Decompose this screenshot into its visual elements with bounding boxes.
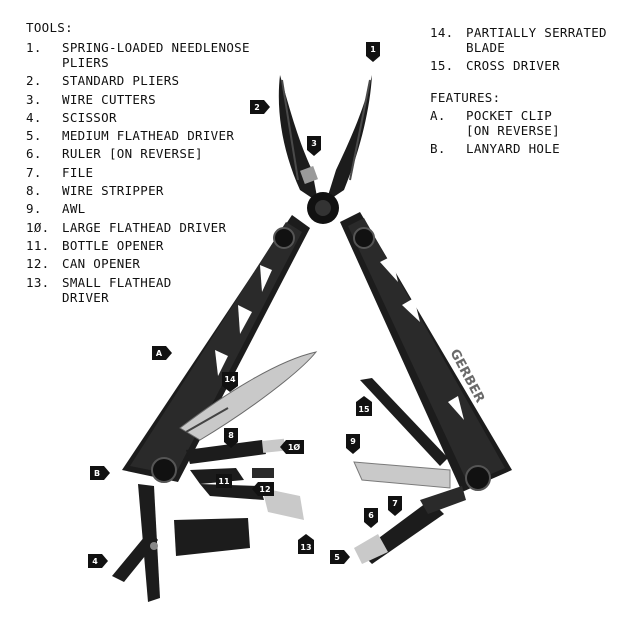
tool-number: 12.	[26, 256, 50, 272]
plier-jaws	[278, 75, 372, 202]
feature-letter: B.	[430, 141, 446, 157]
callout-label: 3	[311, 139, 317, 148]
tool-number: 2.	[26, 73, 42, 89]
tool-item: 8. WIRE STRIPPER	[26, 183, 276, 198]
tool-name: WIRE STRIPPER	[62, 183, 164, 199]
tool-list-left: 1. SPRING-LOADED NEEDLENOSE PLIERS 2. STAN…	[26, 40, 276, 308]
tool-name: LARGE FLATHEAD DRIVER	[62, 219, 227, 235]
callout-label: B	[94, 469, 100, 478]
callout-label: 11	[218, 477, 230, 486]
callout-label: 7	[392, 499, 398, 508]
feature-letter: A.	[430, 108, 446, 123]
features-heading: FEATURES:	[430, 90, 501, 105]
callout-b: B	[90, 466, 110, 480]
callout-a: A	[152, 346, 172, 360]
callout-4: 4	[88, 554, 108, 568]
pivot-bolt	[307, 192, 339, 224]
callout-label: 12	[259, 485, 270, 494]
callout-13: 13	[298, 534, 314, 554]
tool-name: MEDIUM FLATHEAD DRIVER	[62, 128, 235, 144]
callout-15: 15	[356, 396, 372, 416]
feature-item: B. LANYARD HOLE	[430, 141, 630, 156]
scissors	[112, 484, 250, 602]
tool-number: 8.	[26, 183, 42, 199]
callout-1: 1	[366, 42, 380, 62]
callout-6: 6	[364, 508, 378, 528]
tool-name: WIRE CUTTERS	[62, 91, 156, 107]
callout-label: 2	[254, 103, 260, 112]
callout-label: 13	[300, 543, 311, 552]
feature-name: LANYARD HOLE	[466, 141, 560, 157]
tool-name: CROSS DRIVER	[466, 58, 560, 74]
callout-12: 12	[252, 482, 274, 496]
tool-number: 9.	[26, 201, 42, 217]
tool-name: FILE	[62, 164, 94, 180]
callout-label: 6	[368, 511, 374, 520]
feature-item: A. POCKET CLIP [ON REVERSE]	[430, 108, 630, 138]
tool-item: 1Ø. LARGE FLATHEAD DRIVER	[26, 220, 276, 235]
tool-number: 7.	[26, 164, 42, 180]
callout-label: 14	[224, 375, 236, 384]
feature-list: A. POCKET CLIP [ON REVERSE] B. LANYARD HOL…	[430, 108, 630, 160]
tool-name: STANDARD PLIERS	[62, 73, 180, 89]
tool-number: 4.	[26, 109, 42, 125]
callout-label: 8	[228, 431, 234, 440]
tool-number: 3.	[26, 91, 42, 107]
callout-5: 5	[330, 550, 350, 564]
tool-item: 12. CAN OPENER	[26, 256, 276, 271]
callout-7: 7	[388, 496, 402, 516]
tool-name: PARTIALLY SERRATED BLADE	[466, 25, 607, 55]
tool-number: 15.	[430, 58, 454, 74]
callout-3: 3	[307, 136, 321, 156]
right-bit-tools	[353, 378, 466, 564]
right-handle: GERBER	[340, 212, 512, 492]
tool-item: 7. FILE	[26, 165, 276, 180]
tool-name: SPRING-LOADED NEEDLENOSE PLIERS	[62, 40, 250, 70]
tools-heading: TOOLS:	[26, 20, 73, 35]
tool-name: RULER [ON REVERSE]	[62, 146, 203, 162]
tool-number: 1.	[26, 40, 42, 55]
feature-name: POCKET CLIP [ON REVERSE]	[466, 108, 560, 138]
tool-list-right: 14. PARTIALLY SERRATED BLADE 15. CROSS DRI…	[430, 25, 630, 77]
callout-label: 1Ø	[288, 442, 301, 452]
tool-number: 1Ø.	[26, 219, 50, 235]
tool-number: 11.	[26, 237, 50, 253]
callout-14: 14	[222, 372, 238, 392]
tool-item: 1. SPRING-LOADED NEEDLENOSE PLIERS	[26, 40, 276, 70]
tool-item: 3. WIRE CUTTERS	[26, 92, 276, 107]
tool-number: 13.	[26, 274, 50, 290]
tool-item: 6. RULER [ON REVERSE]	[26, 146, 276, 161]
tool-item: 4. SCISSOR	[26, 110, 276, 125]
tool-item: 2. STANDARD PLIERS	[26, 73, 276, 88]
tool-item: 11. BOTTLE OPENER	[26, 238, 276, 253]
tool-item: 5. MEDIUM FLATHEAD DRIVER	[26, 128, 276, 143]
callout-label: 4	[92, 557, 98, 566]
callout-11: 11	[216, 474, 232, 488]
tool-name: CAN OPENER	[62, 256, 141, 272]
tool-item: 14. PARTIALLY SERRATED BLADE	[430, 25, 630, 55]
tool-item: 15. CROSS DRIVER	[430, 58, 630, 73]
tool-number: 5.	[26, 128, 42, 144]
callout-9: 9	[346, 434, 360, 454]
callout-2: 2	[250, 100, 270, 114]
callout-label: 15	[358, 405, 370, 414]
callout-10: 1Ø	[280, 440, 304, 454]
callout-label: 5	[334, 553, 340, 562]
left-handle	[122, 215, 310, 483]
tool-item: 9. AWL	[26, 201, 276, 216]
tool-name: SCISSOR	[62, 109, 117, 125]
tool-name: BOTTLE OPENER	[62, 237, 164, 253]
serrated-blade	[179, 351, 318, 441]
tool-number: 14.	[430, 25, 454, 40]
tool-name: AWL	[62, 201, 86, 217]
callout-label: A	[156, 349, 163, 358]
callout-8: 8	[224, 428, 238, 448]
callout-label: 9	[350, 437, 356, 446]
tool-item: 13. SMALL FLATHEAD DRIVER	[26, 275, 276, 305]
tool-name: SMALL FLATHEAD DRIVER	[62, 274, 172, 305]
callout-label: 1	[370, 45, 376, 54]
tool-number: 6.	[26, 146, 42, 162]
